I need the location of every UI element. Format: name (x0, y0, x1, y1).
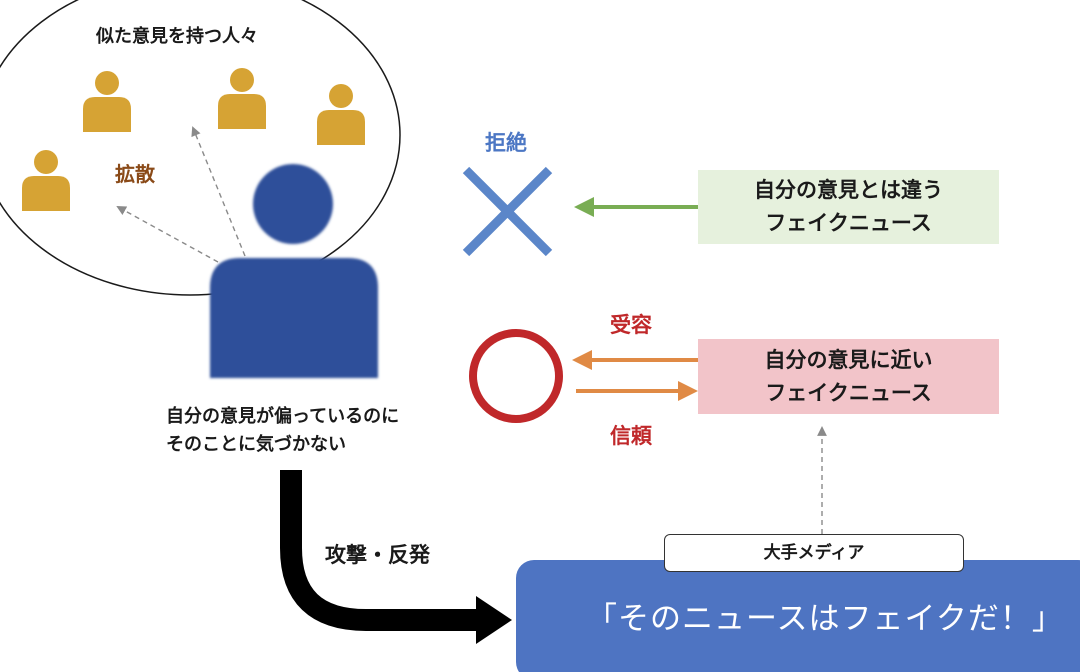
accept-label: 受容 (610, 313, 652, 337)
media-box (516, 560, 1080, 672)
reject-news-line2: フェイクニュース (765, 211, 932, 235)
accept-news-box: 自分の意見に近い フェイクニュース (698, 339, 999, 414)
small-person-icon-1 (83, 71, 131, 132)
attack-arrow (280, 470, 478, 631)
small-person-icon-4 (22, 150, 70, 211)
small-person-icon-3 (317, 84, 365, 145)
media-tag: 大手メディア (664, 534, 964, 572)
small-person-icon-2 (218, 68, 266, 129)
spread-label: 拡散 (115, 162, 155, 186)
trust-label: 信頼 (610, 424, 652, 448)
attack-arrowhead (476, 596, 512, 644)
media-quote: 「そのニュースはフェイクだ！」 (586, 601, 1064, 637)
reject-news-box: 自分の意見とは違う フェイクニュース (698, 170, 999, 244)
group-title: 似た意見を持つ人々 (96, 26, 258, 47)
media-tag-label: 大手メディア (763, 543, 865, 563)
spread-arrow-left (116, 206, 219, 263)
reject-news-line1: 自分の意見とは違う (754, 178, 943, 202)
self-caption-line2: そのことに気づかない (166, 434, 346, 455)
accept-circle-icon (469, 329, 563, 423)
attack-label: 攻撃・反発 (325, 543, 430, 567)
reject-label: 拒絶 (485, 131, 527, 155)
reject-cross-icon (462, 166, 553, 257)
main-person-icon (210, 164, 378, 378)
self-caption-line1: 自分の意見が偏っているのに (166, 406, 400, 427)
accept-news-line1: 自分の意見に近い (764, 347, 933, 372)
accept-news-line2: フェイクニュース (765, 380, 932, 405)
